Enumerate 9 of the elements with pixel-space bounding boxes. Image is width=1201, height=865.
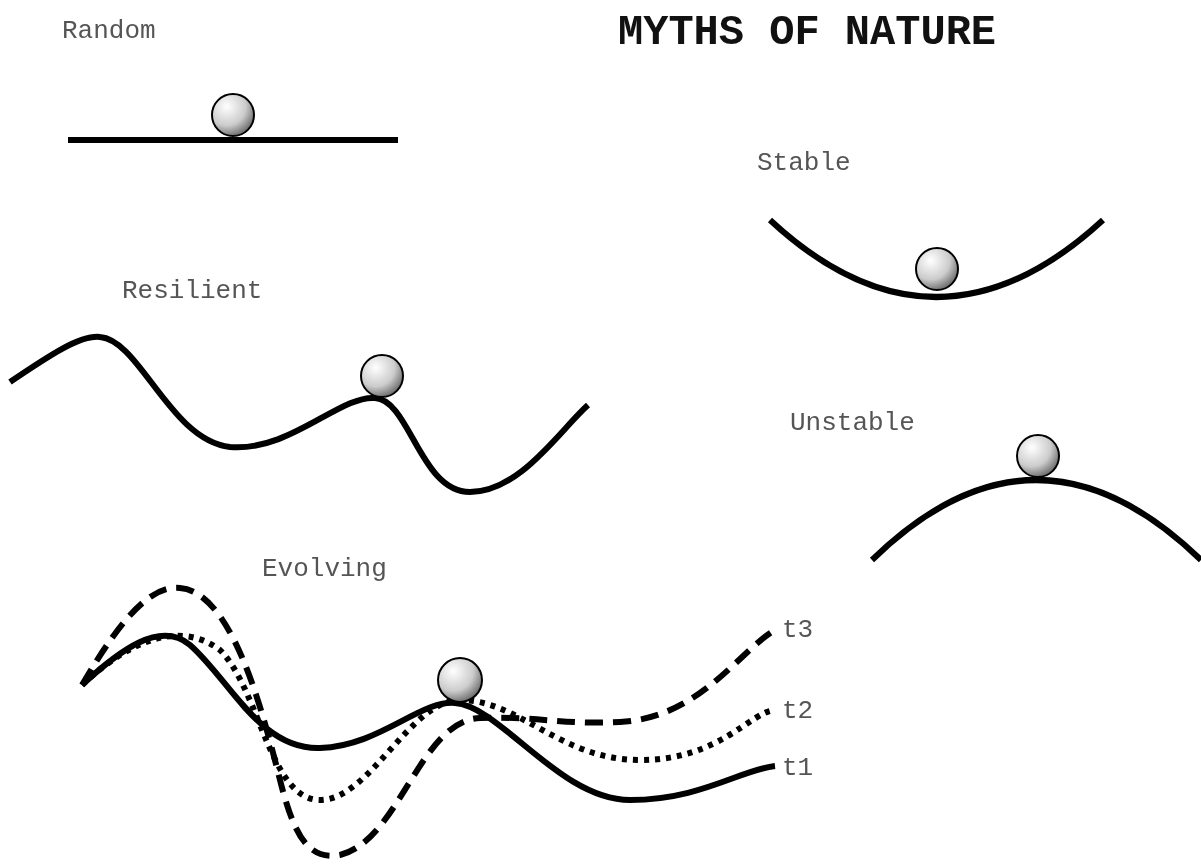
curve-label: Resilient [122,278,263,304]
curve-label: Random [62,18,156,44]
time-label: t1 [782,755,814,781]
title: MYTHS OF NATURE [618,12,997,54]
curve-label: Evolving [262,556,387,582]
curve-label: Stable [757,150,851,176]
time-label: t2 [782,698,814,724]
time-label: t3 [782,617,814,643]
curve-label: Unstable [790,410,915,436]
